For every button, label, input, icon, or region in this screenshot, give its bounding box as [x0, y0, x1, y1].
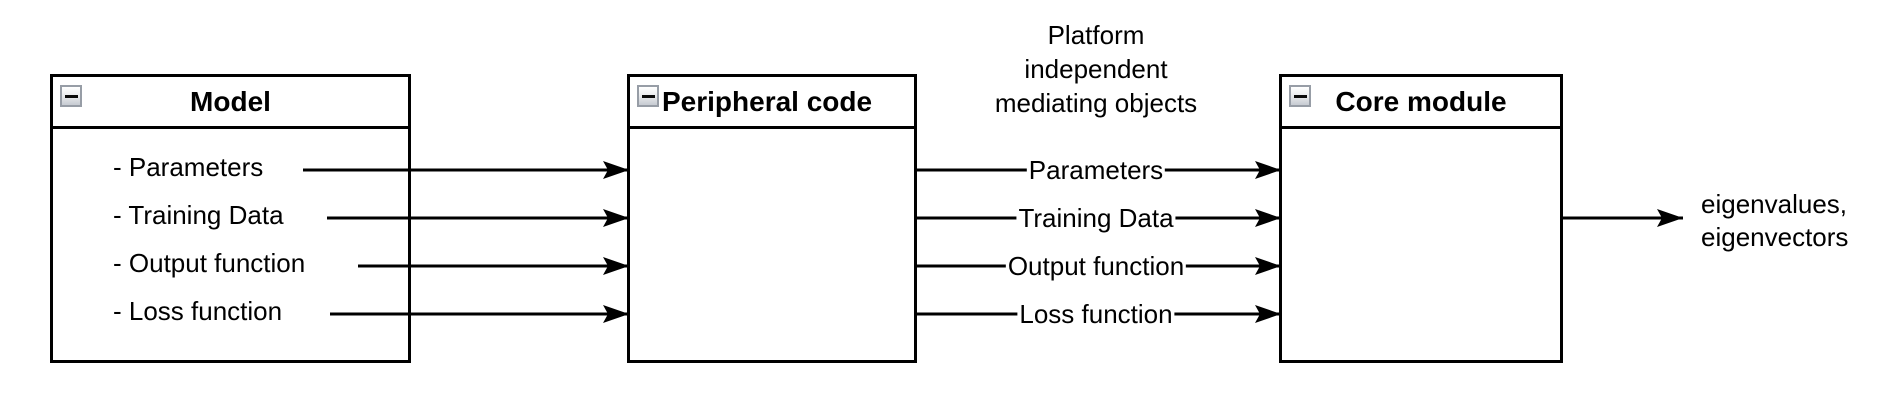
peripheral-collapse-button[interactable] [637, 85, 659, 107]
edge-label-output-function: Output function [1005, 250, 1187, 282]
peripheral-code-box-title: Peripheral code [662, 85, 873, 117]
peripheral-code-box-header: Peripheral code [630, 77, 914, 129]
core-module-box: Core module [1279, 74, 1563, 363]
model-box-title: Model [190, 85, 271, 117]
minus-icon [64, 94, 78, 98]
peripheral-code-box-body [630, 129, 914, 357]
platform-independent-note: Platform independent mediating objects [994, 20, 1198, 118]
model-item-output-function: - Output function [113, 248, 306, 278]
edge-label-loss-function: Loss function [1017, 298, 1175, 330]
edge-label-parameters: Parameters [1026, 154, 1166, 186]
model-item-parameters: - Parameters [113, 152, 264, 182]
peripheral-code-box: Peripheral code [627, 74, 917, 363]
core-module-box-body [1282, 129, 1560, 357]
model-item-loss-function: - Loss function [113, 296, 283, 326]
core-module-box-header: Core module [1282, 77, 1560, 129]
model-collapse-button[interactable] [60, 85, 82, 107]
minus-icon [1293, 94, 1307, 98]
model-box-header: Model [53, 77, 408, 129]
minus-icon [641, 94, 655, 98]
edge-label-training-data: Training Data [1016, 202, 1176, 234]
model-box: Model - Parameters - Training Data - Out… [50, 74, 411, 363]
eigen-output-note: eigenvalues, eigenvectors [1701, 189, 1849, 252]
model-item-training-data: - Training Data [113, 200, 284, 230]
model-box-body: - Parameters - Training Data - Output fu… [53, 129, 408, 357]
core-module-box-title: Core module [1335, 85, 1507, 117]
core-collapse-button[interactable] [1289, 85, 1311, 107]
